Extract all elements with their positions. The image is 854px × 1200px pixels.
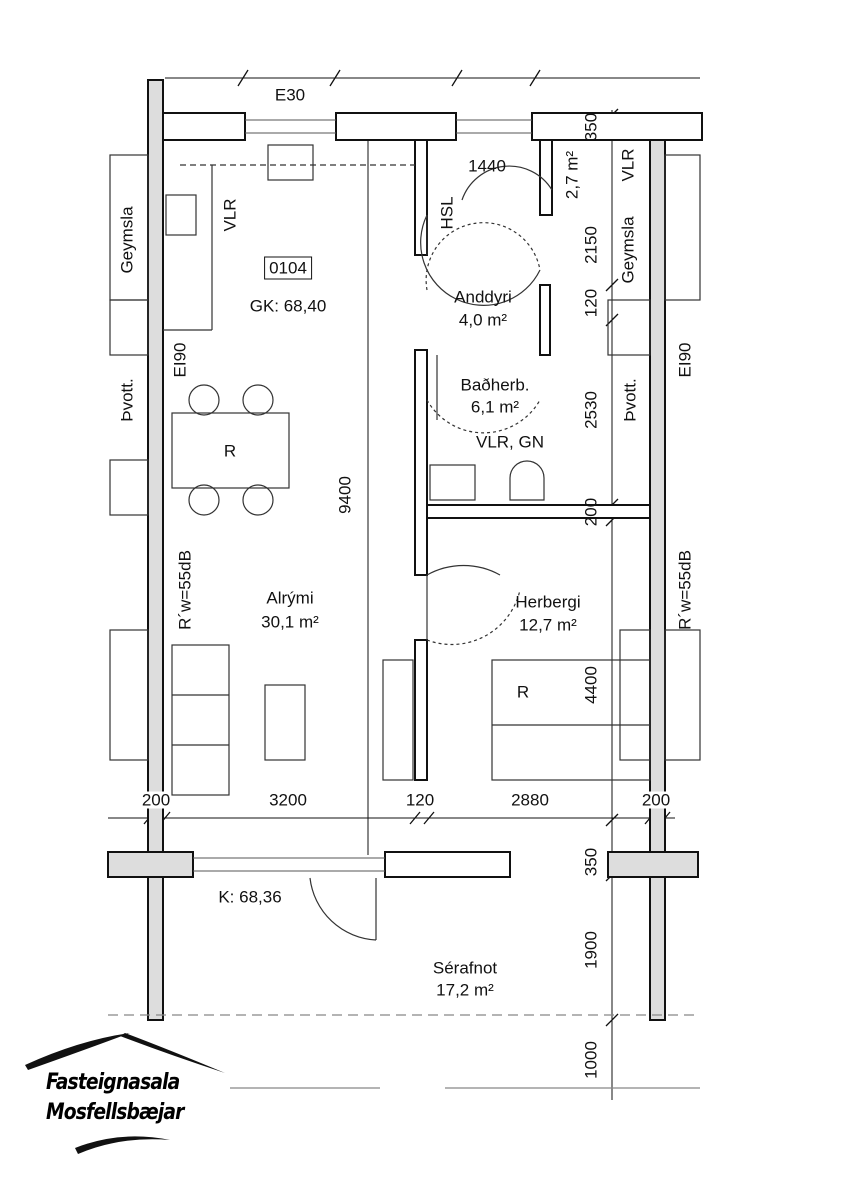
vlr-right-label: VLR [618,148,638,182]
sound-right-label: R´w=55dB [675,550,695,630]
dim-120-v: 120 [581,288,601,318]
dim-200-left: 200 [141,790,171,810]
bedroom-name: Herbergi [515,592,581,612]
dim-1900: 1900 [581,931,601,969]
dim-2150: 2150 [581,226,601,264]
logo-line2: Mosfellsbæjar [46,1100,184,1125]
entry-name: Anddyri [454,287,512,307]
dim-1440: 1440 [468,156,506,176]
dim-200-right: 200 [641,790,671,810]
dim-2530: 2530 [581,391,601,429]
living-area: 30,1 m² [261,612,319,632]
ei90-left-label: EI90 [170,342,190,378]
bedroom-area: 12,7 m² [519,615,577,635]
laundry-left-label: Þvott. [117,378,137,422]
terrace-area: 17,2 m² [436,980,494,1000]
dim-2880: 2880 [511,790,549,810]
volume: K: 68,36 [218,887,282,907]
bed-label: R [516,682,530,702]
unit-number: 0104 [264,256,312,280]
fire-rating-e30: E30 [274,85,306,105]
storage-area: 2,7 m² [562,150,582,200]
dim-3200: 3200 [269,790,307,810]
storage-right-label: Geymsla [618,216,638,284]
dim-1000: 1000 [581,1041,601,1079]
bath-name: Baðherb. [460,375,530,395]
laundry-right-label: Þvott. [620,378,640,422]
dim-350-top: 350 [581,112,601,142]
sound-left-label: R´w=55dB [175,550,195,630]
storage-left-label: Geymsla [117,206,137,274]
bath-area: 6,1 m² [470,397,520,417]
logo-line1: Fasteignasala [46,1070,180,1095]
hsl-label: HSL [437,196,457,230]
living-name: Alrými [266,588,314,608]
company-logo: Fasteignasala Mosfellsbæjar [20,1030,250,1160]
gross-area: GK: 68,40 [249,296,327,316]
dim-200-v: 200 [581,497,601,527]
dim-4400: 4400 [581,666,601,704]
table-label: R [223,441,237,461]
bath-note: VLR, GN [475,432,545,452]
ei90-right-label: EI90 [675,342,695,378]
entry-area: 4,0 m² [458,310,508,330]
terrace-name: Sérafnot [432,958,498,978]
dim-9400: 9400 [335,476,355,514]
dim-120: 120 [405,790,435,810]
vlr-kitchen-label: VLR [220,198,240,232]
dim-350-bottom: 350 [581,847,601,877]
roof-icon [25,1033,225,1154]
